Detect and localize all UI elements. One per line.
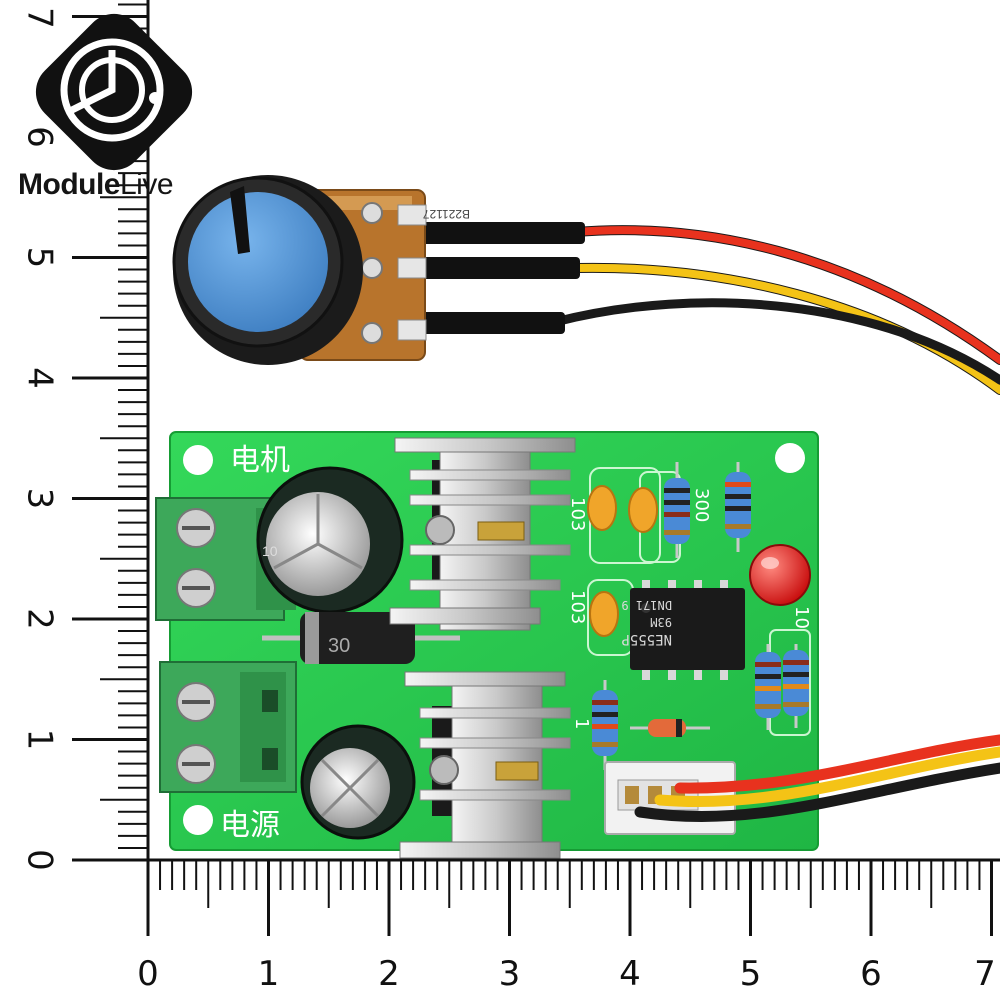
ruler-label: 5 — [740, 954, 762, 994]
resistor-label: 1 — [571, 718, 592, 729]
screw-icon — [495, 761, 539, 781]
power-terminal-block — [159, 661, 297, 793]
ruler-label: 1 — [258, 954, 280, 994]
ruler-label: 1 — [20, 729, 60, 751]
power-diode: 30 — [262, 612, 460, 664]
ruler-label: 6 — [860, 954, 882, 994]
resistor-label: 10 — [791, 606, 812, 629]
pot-wires — [420, 222, 1000, 395]
resistor — [783, 644, 809, 728]
ne555-chip: NE555P 93M DN171 9 — [621, 580, 745, 680]
potentiometer: B221127 — [172, 175, 470, 365]
resistor — [725, 462, 751, 552]
ruler-label: 0 — [137, 954, 159, 994]
red-led — [749, 544, 811, 606]
cap-label: 103 — [567, 497, 588, 531]
ruler-label: 7 — [974, 954, 996, 994]
mount-hole — [775, 443, 805, 473]
ceramic-capacitors: 103 103 — [567, 485, 658, 637]
chip-line: DN171 9 — [621, 598, 672, 612]
pot-pins — [361, 202, 427, 344]
resistor — [664, 462, 690, 558]
pot-label: B221127 — [423, 207, 470, 221]
ruler-label: 2 — [20, 608, 60, 630]
logo-ring-icon — [60, 38, 164, 142]
resistor-label: 300 — [691, 488, 712, 522]
mount-hole — [183, 805, 213, 835]
capacitor-label: 10 — [262, 543, 278, 559]
electrolytic-capacitor-small — [300, 724, 416, 840]
left-ruler-labels: 0 1 2 3 4 5 6 7 — [20, 7, 60, 871]
mount-hole — [183, 445, 213, 475]
chip-line: NE555P — [621, 631, 672, 647]
signal-diode — [630, 719, 710, 737]
connector-wires — [634, 734, 1000, 822]
screw-icon — [477, 521, 525, 541]
silk-motor-label: 电机 — [230, 443, 290, 478]
ruler-label: 5 — [20, 247, 60, 269]
brand-light: Live — [120, 168, 174, 201]
ruler-label: 4 — [619, 954, 641, 994]
brand-logo — [35, 13, 193, 171]
brand-bold: Module — [18, 168, 121, 201]
resistor — [592, 680, 618, 770]
ruler-label: 6 — [20, 126, 60, 148]
brand-wordmark: ModuleLive — [18, 168, 174, 202]
ruler-label: 2 — [378, 954, 400, 994]
bottom-ruler-labels: 0 1 2 3 4 5 6 7 — [137, 954, 996, 994]
resistors: 300 10 1 — [571, 462, 812, 770]
ruler-label: 3 — [499, 954, 521, 994]
ruler-label: 4 — [20, 367, 60, 389]
ruler-label: 7 — [20, 7, 60, 29]
chip-line: 93M — [650, 615, 672, 629]
heatsink-top — [389, 437, 576, 631]
cap-label: 103 — [567, 590, 588, 624]
heatsink-bottom — [399, 671, 571, 859]
pot-knob-cap — [188, 192, 328, 332]
bottom-ruler-ticks — [146, 860, 993, 936]
pot-knob-pointer — [230, 186, 250, 254]
ruler-label: 0 — [20, 849, 60, 871]
resistor — [755, 644, 781, 730]
ruler-label: 3 — [20, 488, 60, 510]
electrolytic-capacitor-large: 10 — [256, 466, 404, 614]
diode-label: 30 — [328, 635, 350, 657]
pcb-board: 电机 电源 — [155, 431, 819, 859]
pot-body-highlight — [320, 196, 412, 210]
silk-power-label: 电源 — [220, 808, 280, 843]
bottom-ruler: 0 1 2 3 4 5 6 7 — [137, 858, 1000, 994]
